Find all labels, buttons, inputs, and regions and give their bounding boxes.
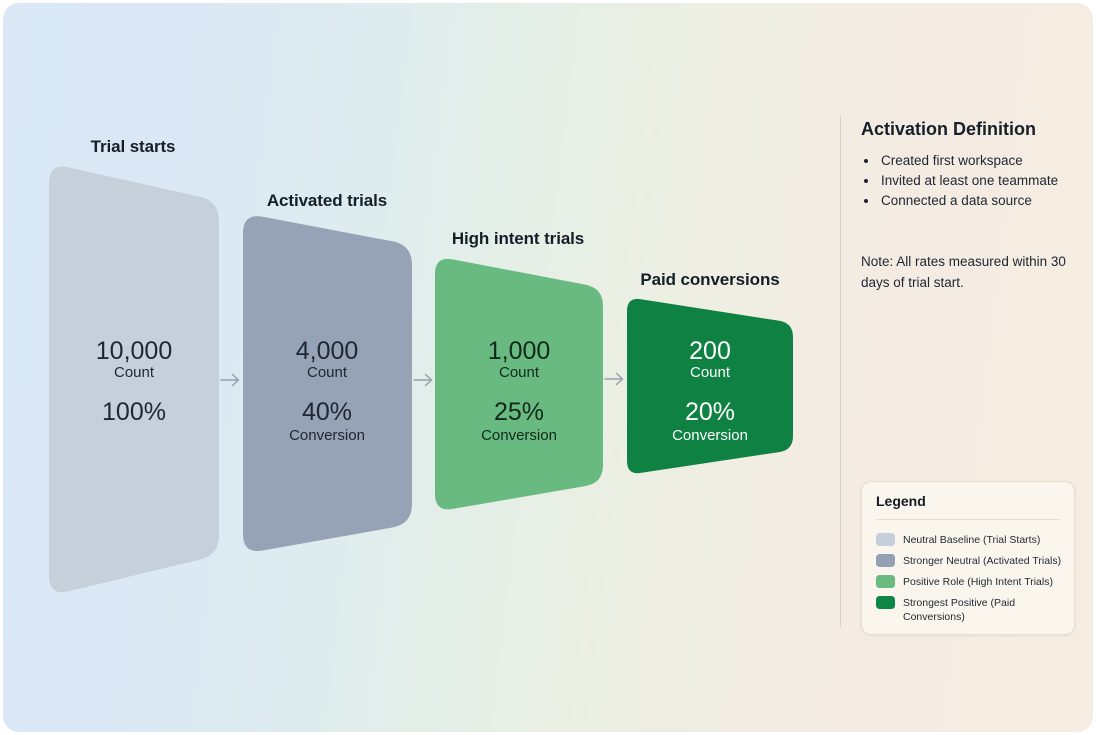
arrow-right-icon [413, 373, 433, 387]
activation-definition-title: Activation Definition [861, 119, 1036, 139]
stage-paid-conversions-shape [627, 298, 793, 474]
activation-bullet: Invited at least one teammate [879, 171, 1065, 191]
stage-title-trial-starts: Trial starts [90, 137, 176, 156]
stage-title-paid-conversions: Paid conversions [640, 270, 780, 289]
legend-divider [876, 518, 1060, 520]
flow-arrows [220, 372, 624, 387]
stage-2-count-label: Count [306, 364, 348, 381]
measurement-note: Note: All rates measured within 30 days … [861, 254, 1066, 290]
legend-title: Legend [876, 493, 926, 509]
stage-2-rate-value: 40% [301, 398, 353, 426]
legend-item: Positive Role (High Intent Trials) [876, 575, 1068, 589]
arrow-right-icon [220, 373, 240, 387]
arrow-right-icon [604, 372, 624, 386]
stage-1-count-value: 10,000 [95, 337, 173, 365]
legend-item: Strongest Positive (Paid Conversions) [876, 596, 1068, 624]
stage-4-count-value: 200 [689, 337, 731, 365]
legend-swatch-positive-role [876, 575, 895, 589]
activation-definition-list: Created first workspace Invited at least… [863, 151, 1065, 211]
funnel-chart [49, 166, 793, 593]
legend-swatch-stronger-neutral [876, 554, 895, 568]
stage-title-activated-trials: Activated trials [266, 191, 388, 210]
stage-3-rate-value: 25% [493, 398, 545, 426]
stage-title-high-intent-trials: High intent trials [451, 229, 585, 248]
stage-3-rate-label: Conversion [481, 427, 557, 444]
legend-label: Strongest Positive (Paid Conversions) [903, 596, 1016, 623]
activation-bullet: Created first workspace [879, 151, 1065, 171]
stage-high-intent-trials-shape [435, 258, 603, 510]
activation-bullet: Connected a data source [879, 191, 1065, 211]
panel-divider [840, 116, 841, 627]
stage-3-count-value: 1,000 [487, 337, 551, 365]
stage-4-count-label: Count [689, 364, 731, 381]
legend-swatch-neutral-baseline [876, 533, 895, 547]
legend-box: Legend Neutral Baseline (Trial Starts) S… [861, 481, 1075, 635]
legend-item: Neutral Baseline (Trial Starts) [876, 533, 1068, 547]
legend-label: Stronger Neutral (Activated Trials) [903, 554, 1062, 567]
legend-swatch-strongest-positive [876, 596, 895, 610]
stage-trial-starts-shape [49, 166, 219, 593]
stage-2-count-value: 4,000 [295, 337, 359, 365]
stage-1-count-label: Count [113, 364, 155, 381]
stage-2-rate-label: Conversion [289, 427, 365, 444]
stage-4-rate-value: 20% [684, 398, 736, 426]
stage-activated-trials-shape [243, 216, 412, 552]
legend-label: Neutral Baseline (Trial Starts) [903, 533, 1041, 546]
stage-3-count-label: Count [498, 364, 540, 381]
stage-1-rate-value: 100% [102, 398, 166, 426]
canvas-background: Trial starts Activated trials High inten… [3, 3, 1093, 732]
legend-label: Positive Role (High Intent Trials) [903, 575, 1053, 588]
legend-rows: Neutral Baseline (Trial Starts) Stronger… [876, 533, 1068, 624]
stage-4-rate-label: Conversion [672, 427, 748, 444]
legend-item: Stronger Neutral (Activated Trials) [876, 554, 1068, 568]
